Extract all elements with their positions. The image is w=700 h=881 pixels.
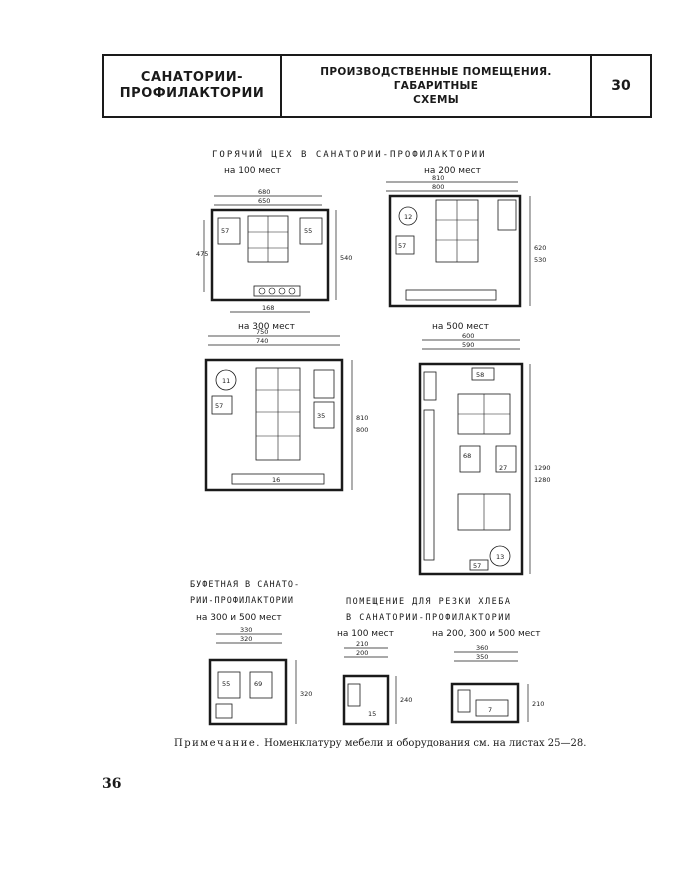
dim-br1-w2: 200	[356, 649, 368, 657]
eq-7: 7	[488, 706, 492, 714]
eq-16-300: 16	[272, 476, 280, 484]
dim-100-h1: 475	[196, 250, 208, 258]
dim-200-w1: 810	[432, 174, 444, 182]
dim-100-w1: 680	[258, 188, 270, 196]
eq-57-300: 57	[215, 402, 223, 410]
bread-caption-1: ПОМЕЩЕНИЕ ДЛЯ РЕЗКИ ХЛЕБА	[346, 597, 512, 607]
plan-300: 750 740 11 57 35 16 810 800	[204, 328, 368, 492]
dim-500-w1: 600	[462, 332, 474, 340]
dim-500-h2: 1280	[534, 476, 551, 484]
dim-200-h2: 530	[534, 256, 546, 264]
caption-100: на 100 мест	[224, 166, 281, 176]
dim-200-h1: 620	[534, 244, 546, 252]
plan-bread-100: 210 200 15 240	[342, 640, 412, 726]
plan-bread-200: 360 350 7 210	[450, 644, 544, 724]
title-block: САНАТОРИИ- ПРОФИЛАКТОРИИ ПРОИЗВОДСТВЕННЫ…	[102, 54, 652, 118]
eq-13: 13	[496, 553, 504, 561]
dim-500-h1: 1290	[534, 464, 551, 472]
eq-27: 27	[499, 464, 507, 472]
dim-buf-w2: 320	[240, 635, 252, 643]
eq-68: 68	[463, 452, 471, 460]
eq-55-100: 55	[304, 227, 312, 235]
buffet-sub: на 300 и 500 мест	[196, 613, 282, 623]
section-name-line2: ПРОФИЛАКТОРИИ	[119, 86, 265, 101]
bread-sub-200: на 200, 300 и 500 мест	[432, 629, 541, 639]
section-name-line1: САНАТОРИИ-	[140, 70, 244, 85]
dim-buf-h: 320	[300, 690, 312, 698]
eq-35: 35	[317, 412, 325, 420]
sheet-title-line2: СХЕМЫ	[413, 94, 459, 106]
eq-69: 69	[254, 680, 262, 688]
plan-100: 680 650 57 55 540 475 168	[196, 188, 352, 313]
section-name: САНАТОРИИ- ПРОФИЛАКТОРИИ	[104, 56, 282, 116]
eq-57-100: 57	[221, 227, 229, 235]
footnote-text: Номенклатуру мебели и оборудования см. н…	[260, 738, 587, 749]
dim-300-w1: 750	[256, 328, 268, 336]
dim-100-h2: 540	[340, 254, 352, 262]
page-number: 36	[102, 776, 122, 792]
eq-58: 58	[476, 371, 484, 379]
plan-200: 810 800 12 57 620 530	[386, 174, 546, 308]
eq-15-bread: 15	[368, 710, 376, 718]
buffet-caption-2: РИИ-ПРОФИЛАКТОРИИ	[190, 596, 294, 606]
dim-br2-w1: 360	[476, 644, 488, 652]
sheet-title: ПРОИЗВОДСТВЕННЫЕ ПОМЕЩЕНИЯ. ГАБАРИТНЫЕ С…	[282, 56, 592, 116]
eq-57-200: 57	[398, 242, 406, 250]
plan-500: 600 590 58 68 27 13 57 1290 1280	[418, 332, 551, 576]
footnote: Примечание. Номенклатуру мебели и оборуд…	[174, 738, 586, 749]
caption-200: на 200 мест	[424, 166, 481, 176]
bread-sub-100: на 100 мест	[337, 629, 394, 639]
dim-100-w2: 650	[258, 197, 270, 205]
bread-caption-2: В САНАТОРИИ-ПРОФИЛАКТОРИИ	[346, 613, 512, 623]
dim-br2-h: 210	[532, 700, 544, 708]
sheet-title-line1: ПРОИЗВОДСТВЕННЫЕ ПОМЕЩЕНИЯ. ГАБАРИТНЫЕ	[320, 66, 552, 92]
eq-55-buf: 55	[222, 680, 230, 688]
eq-11: 11	[222, 377, 230, 385]
dim-300-h2: 800	[356, 426, 368, 434]
dim-500-w2: 590	[462, 341, 474, 349]
dim-300-w2: 740	[256, 337, 268, 345]
caption-300: на 300 мест	[238, 322, 295, 332]
dim-br1-h: 240	[400, 696, 412, 704]
caption-500: на 500 мест	[432, 322, 489, 332]
dim-buf-w1: 330	[240, 626, 252, 634]
dim-300-h1: 810	[356, 414, 368, 422]
dim-100-b: 168	[262, 304, 274, 312]
hot-shop-caption: ГОРЯЧИЙ ЦЕХ В САНАТОРИИ-ПРОФИЛАКТОРИИ	[212, 150, 487, 160]
eq-57-500: 57	[473, 562, 481, 570]
plan-buffet: 330 320 55 69 320	[208, 626, 312, 726]
eq-12: 12	[404, 213, 412, 221]
dim-200-w2: 800	[432, 183, 444, 191]
dim-br2-w2: 350	[476, 653, 488, 661]
buffet-caption-1: БУФЕТНАЯ В САНАТО-	[190, 580, 301, 590]
sheet-number: 30	[611, 78, 631, 94]
footnote-label: Примечание.	[174, 738, 261, 749]
dim-br1-w1: 210	[356, 640, 368, 648]
